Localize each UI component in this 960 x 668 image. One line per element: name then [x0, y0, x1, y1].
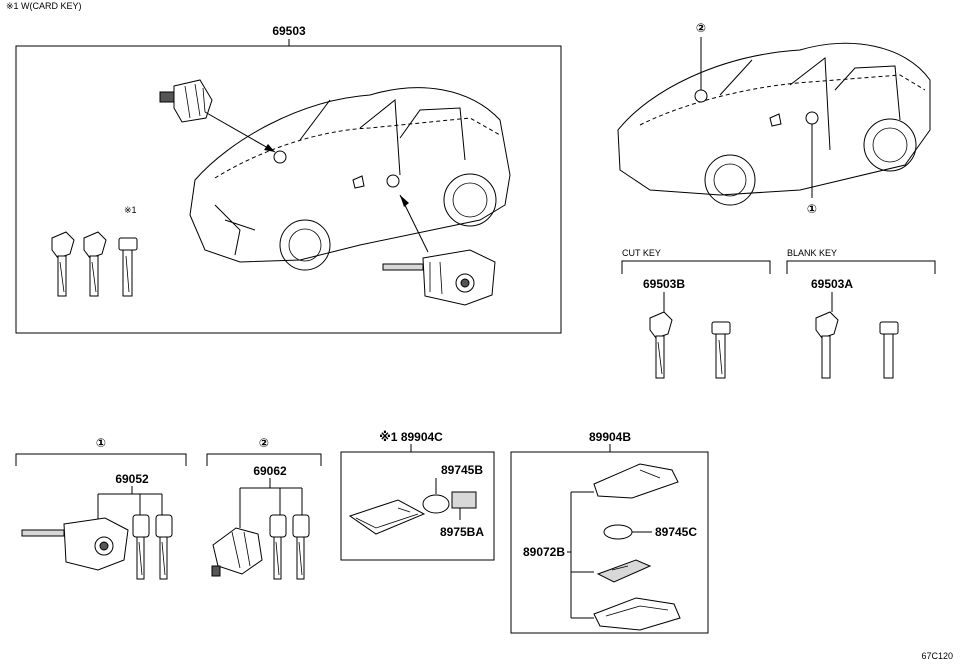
part-number-69503A[interactable]: 69503A: [811, 277, 853, 291]
lock-cylinder-icon[interactable]: [211, 527, 263, 577]
marker-2-top[interactable]: ②: [696, 21, 706, 35]
door-lock-assembly-icon[interactable]: [21, 517, 129, 571]
card-key-blade-icon[interactable]: [879, 321, 899, 379]
card-key-frame: [340, 451, 495, 561]
key-icon[interactable]: [155, 514, 173, 580]
card-key-blade-icon[interactable]: [118, 237, 138, 297]
car-illustration-main: [189, 87, 511, 271]
card-key-group: ※1 89904C 89745B 8975BA: [340, 430, 495, 561]
part-number-89904C[interactable]: ※1 89904C: [379, 430, 443, 444]
card-key-icon[interactable]: [348, 499, 426, 535]
key-fob-icon[interactable]: [815, 311, 839, 379]
cut-key-heading: CUT KEY: [622, 248, 661, 258]
door-lock-point: [386, 174, 400, 188]
lock-cylinder-icon[interactable]: [159, 79, 276, 153]
cut-key-group: CUT KEY 69503B: [621, 248, 771, 379]
leader-arrow: [204, 111, 276, 153]
key-icon[interactable]: [292, 514, 310, 580]
door-lock-assembly-icon[interactable]: [382, 194, 496, 306]
group-1: ① 69052: [15, 436, 187, 580]
coin-battery-icon[interactable]: [603, 524, 633, 540]
marker-1-top[interactable]: ①: [807, 202, 817, 216]
key-fob-icon[interactable]: [51, 231, 75, 297]
card-key-note-mark: ※1: [124, 205, 137, 215]
part-number-89745B[interactable]: 89745B: [441, 463, 483, 477]
key-case-icon[interactable]: [593, 597, 681, 631]
main-set-frame: [15, 45, 562, 334]
card-key-blade-icon[interactable]: [711, 321, 731, 379]
marker-2[interactable]: ②: [259, 436, 269, 450]
card-part-icon[interactable]: [451, 491, 477, 509]
blank-key-group: BLANK KEY 69503A: [786, 248, 936, 379]
header-note: ※1 W(CARD KEY): [6, 1, 82, 11]
smart-key-group: 89904B 89072B 89745C: [510, 430, 709, 634]
part-number-89745C[interactable]: 89745C: [655, 525, 697, 539]
part-number-69503B[interactable]: 69503B: [643, 277, 685, 291]
main-set-group: 69503: [15, 24, 562, 334]
coin-battery-icon[interactable]: [422, 494, 450, 514]
part-number-89904B[interactable]: 89904B: [589, 430, 631, 444]
part-number-89072B[interactable]: 89072B: [523, 545, 565, 559]
key-fob-icon[interactable]: [83, 231, 107, 297]
smart-key-frame: [510, 451, 709, 634]
key-fob-icon[interactable]: [649, 311, 673, 379]
part-number-8975BA[interactable]: 8975BA: [440, 525, 484, 539]
group-2: ② 69062: [206, 436, 322, 580]
key-cover-icon[interactable]: [593, 463, 679, 499]
key-icon[interactable]: [132, 514, 150, 580]
door-lock-point: [273, 150, 287, 164]
overview-group: ② ①: [617, 21, 931, 216]
marker-1[interactable]: ①: [96, 436, 106, 450]
key-icon[interactable]: [269, 514, 287, 580]
part-number-69503[interactable]: 69503: [272, 24, 306, 38]
key-circuit-icon[interactable]: [596, 559, 652, 583]
part-number-69062[interactable]: 69062: [253, 464, 287, 478]
car-illustration-overview: [617, 42, 931, 206]
blank-key-heading: BLANK KEY: [787, 248, 837, 258]
diagram-code: 67C120: [921, 651, 953, 661]
part-number-69052[interactable]: 69052: [115, 472, 149, 486]
